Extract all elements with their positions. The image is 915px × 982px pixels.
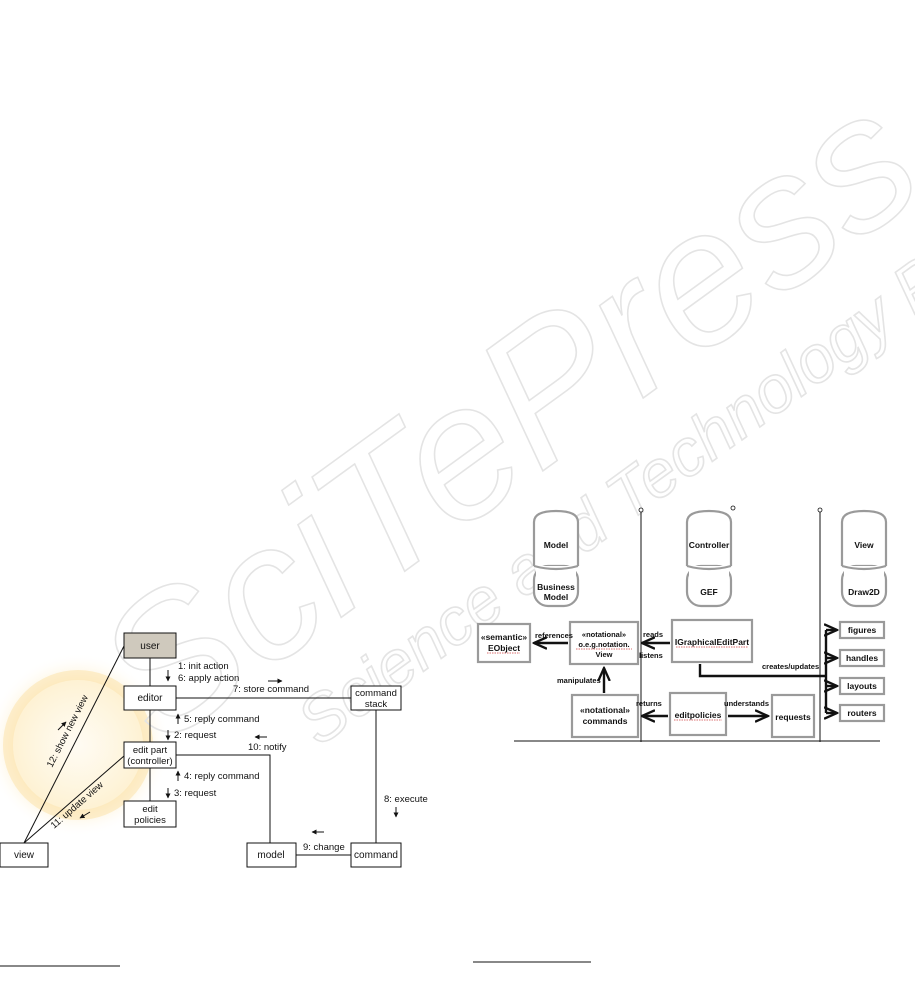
node-command-stack [350,685,402,711]
msg-3-label: 3: request [174,788,217,799]
reads-label: reads [643,630,663,639]
arrow-msg-11 [79,811,91,819]
msg-4-label: 4: reply command [184,771,260,782]
notational-view-label-3: View [596,650,613,659]
editpolicies-label: editpolicies [675,710,722,720]
arrow-msg-12 [57,721,67,731]
box-editpolicies [668,691,728,737]
node-model [246,842,297,868]
node-user [123,632,177,659]
drum-model-seam [533,564,579,571]
architecture-diagram: Model Business Model Controller GEF View… [476,505,888,742]
creates-updates-label: creates/updates [762,662,819,671]
semantic-label-1: «semantic» [481,632,528,642]
node-command-label: command [354,850,398,861]
node-edit-part-label-1: edit part [133,745,168,756]
node-command [350,842,402,868]
msg-7-label: 7: store command [233,684,309,695]
listens-label: listens [639,651,663,660]
drum-view-seam [841,564,887,571]
msg-9-label: 9: change [303,842,345,853]
msg-1-label: 1: init action [178,661,229,672]
column-view-label: View [854,540,874,550]
msg-5-label: 5: reply command [184,714,260,725]
node-command-stack-label-2: stack [365,699,387,710]
routers-label: routers [847,708,877,718]
references-label: references [535,631,573,640]
drum-model [532,509,580,566]
node-editor [123,685,177,711]
msg-10-label: 10: notify [248,742,287,753]
box-notational-commands [570,693,640,739]
node-edit-part-label-2: (controller) [127,756,172,767]
box-notational-view [568,620,640,666]
box-business-model-top [536,566,576,576]
semantic-label-2: EObject [488,643,520,653]
box-draw2d-top [844,566,884,576]
edge-view-editpart [23,755,125,844]
node-edit-policies-label-2: policies [134,815,166,826]
notational-view-label-2: o.e.g.notation. [578,640,629,649]
returns-label: returns [636,699,662,708]
box-semantic-eobject [476,622,532,664]
node-model-label: model [257,850,284,861]
msg-2-label: 2: request [174,730,217,741]
business-model-label-2: Model [544,592,569,602]
msg-8-label: 8: execute [384,794,428,805]
node-view [0,842,49,868]
box-requests [770,693,816,739]
column-model-label: Model [544,540,569,550]
understands-label: understands [724,699,769,708]
commands-label-1: «notational» [580,705,630,715]
notational-view-label-1: «notational» [582,630,626,639]
figures-label: figures [848,625,877,635]
node-command-stack-label-1: command [355,688,397,699]
box-igraphical-edit-part [670,618,754,664]
gef-label: GEF [700,587,717,597]
controller-lane-marker [730,505,736,511]
lane-separator-left-end [638,507,644,513]
manipulates-label: manipulates [557,676,601,685]
requests-label: requests [775,712,811,722]
edge-editpart-model [176,754,271,843]
box-handles [838,648,886,668]
igraphical-label: IGraphicalEditPart [675,637,749,647]
lane-separator-right-end [817,507,823,513]
layouts-label: layouts [847,681,877,691]
node-editor-label: editor [137,693,163,704]
node-edit-part [123,741,177,769]
drum-controller-seam [686,564,732,571]
handles-label: handles [846,653,878,663]
edge-creates-updates [698,664,826,678]
business-model-label-1: Business [537,582,575,592]
node-edit-policies-label-1: edit [142,804,158,815]
column-controller-label: Controller [689,540,730,550]
commands-label-2: commands [583,716,628,726]
box-figures [838,620,886,640]
node-edit-policies [123,800,177,828]
drum-controller [685,509,733,566]
draw2d-label: Draw2D [848,587,880,597]
box-gef-top [689,566,729,576]
msg-6-label: 6: apply action [178,673,239,684]
drum-view [840,509,888,566]
node-user-label: user [140,641,160,652]
box-routers [838,703,886,723]
box-layouts [838,676,886,696]
edge-view-user [23,645,125,844]
node-view-label: view [14,850,35,861]
